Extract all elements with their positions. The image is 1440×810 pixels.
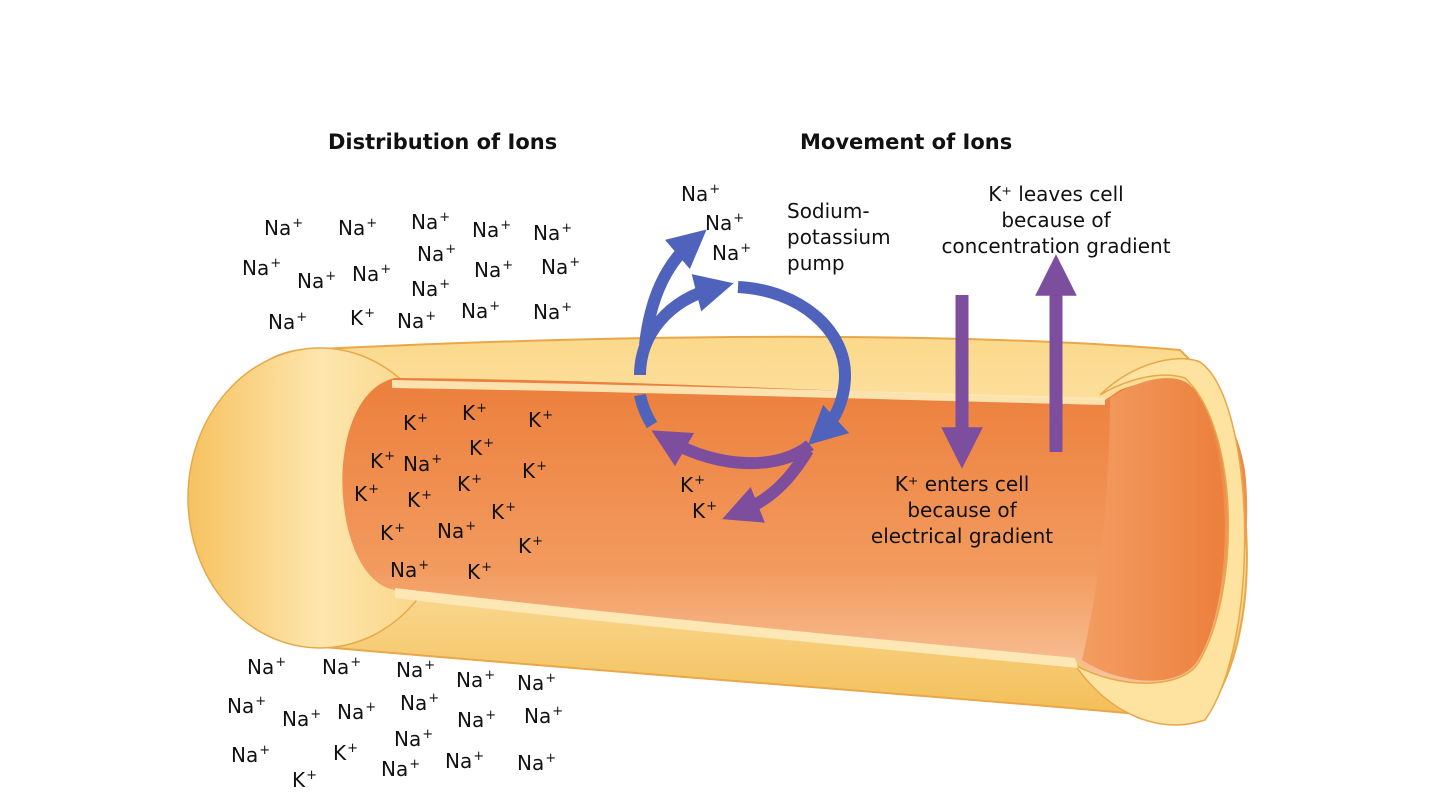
ion-label: Na+ [472,218,512,242]
k-enters-label-line-2: because of [907,498,1017,522]
ion-label: Na+ [268,310,308,334]
ion-label: Na+ [437,519,477,543]
ion-label: Na+ [705,211,745,235]
ion-label: K+ [403,411,429,435]
ion-label: Na+ [456,668,496,692]
k-enters-label: K⁺ enters cell because of electrical gra… [846,471,1078,549]
ion-label: K+ [350,306,376,330]
k-pump-arrows [651,430,814,523]
ion-label: K+ [491,500,517,524]
ion-label: Na+ [461,299,501,323]
ion-label: Na+ [231,743,271,767]
ion-label: K+ [518,534,544,558]
ion-label: K+ [462,401,488,425]
end-cap-interior [1082,378,1225,681]
ion-label: Na+ [381,757,421,781]
k-leaves-label-line-3: concentration gradient [941,234,1171,258]
pump-k-return-arrow [651,430,814,470]
ion-label: Na+ [390,558,430,582]
ion-label: K+ [467,560,493,584]
ion-label: Na+ [227,694,267,718]
heading-distribution: Distribution of Ions [328,130,558,154]
ion-label: Na+ [403,452,443,476]
ion-label: K+ [380,521,406,545]
ion-label: Na+ [400,691,440,715]
ion-label: Na+ [337,700,377,724]
membrane-top-band [392,380,1105,405]
ion-label: Na+ [524,704,564,728]
cytoplasm [342,378,1248,694]
k-leaves-label-line-1: K⁺ leaves cell [988,182,1124,206]
pump-label-line-1: Sodium- [787,199,870,223]
ion-label: Na+ [712,241,752,265]
ion-label: Na+ [394,727,434,751]
pump-label-line-2: potassium [787,225,891,249]
ion-label: K+ [522,459,548,483]
ion-label: Na+ [474,258,514,282]
ion-label: Na+ [533,300,573,324]
pump-label: Sodium- potassium pump [787,198,891,276]
heading-movement: Movement of Ions [800,130,1013,154]
ion-label: Na+ [411,210,451,234]
ion-label: Na+ [397,309,437,333]
ion-label: K+ [354,482,380,506]
ion-label: Na+ [517,671,557,695]
ion-label: K+ [292,768,318,792]
ion-label: K+ [457,472,483,496]
ion-label: Na+ [457,708,497,732]
k-enters-label-line-1: K⁺ enters cell [894,472,1030,496]
ion-label: K+ [528,408,554,432]
ion-label: Na+ [352,262,392,286]
k-enters-label-line-3: electrical gradient [870,524,1054,548]
k-leaves-label: K⁺ leaves cell because of concentration … [920,181,1192,259]
ion-label: Na+ [396,658,436,682]
pump-k-in-arrow [722,446,814,523]
pump-na-out-arrow [639,229,707,346]
ion-label: Na+ [247,655,287,679]
sodium-potassium-pump-arrows [634,229,852,446]
axon-tube [187,335,1248,726]
ion-label: Na+ [541,255,581,279]
ion-label: K+ [407,488,433,512]
ion-label: Na+ [417,242,457,266]
ion-label: Na+ [264,216,304,240]
pump-left-lower-arc [634,393,658,429]
ion-label: K+ [333,741,359,765]
pump-cycle-arrow [737,281,852,446]
pump-left-arc [634,274,734,376]
ion-label: K+ [370,449,396,473]
ion-label: Na+ [533,221,573,245]
ion-label: Na+ [297,269,337,293]
ion-label: Na+ [517,751,557,775]
ion-label: Na+ [445,749,485,773]
ion-label: Na+ [242,256,282,280]
ion-label: Na+ [411,277,451,301]
end-cap-membrane [1074,358,1246,726]
pump-label-line-3: pump [787,251,845,275]
k-leaves-label-line-2: because of [1001,208,1111,232]
ion-label: Na+ [282,707,322,731]
ion-label: Na+ [681,182,721,206]
membrane-bottom-band [395,588,1078,668]
ion-label: Na+ [338,216,378,240]
ion-label: K+ [680,473,706,497]
gradient-arrows [941,254,1077,469]
ion-label: K+ [692,499,718,523]
ion-label: K+ [469,436,495,460]
ion-label: Na+ [322,655,362,679]
